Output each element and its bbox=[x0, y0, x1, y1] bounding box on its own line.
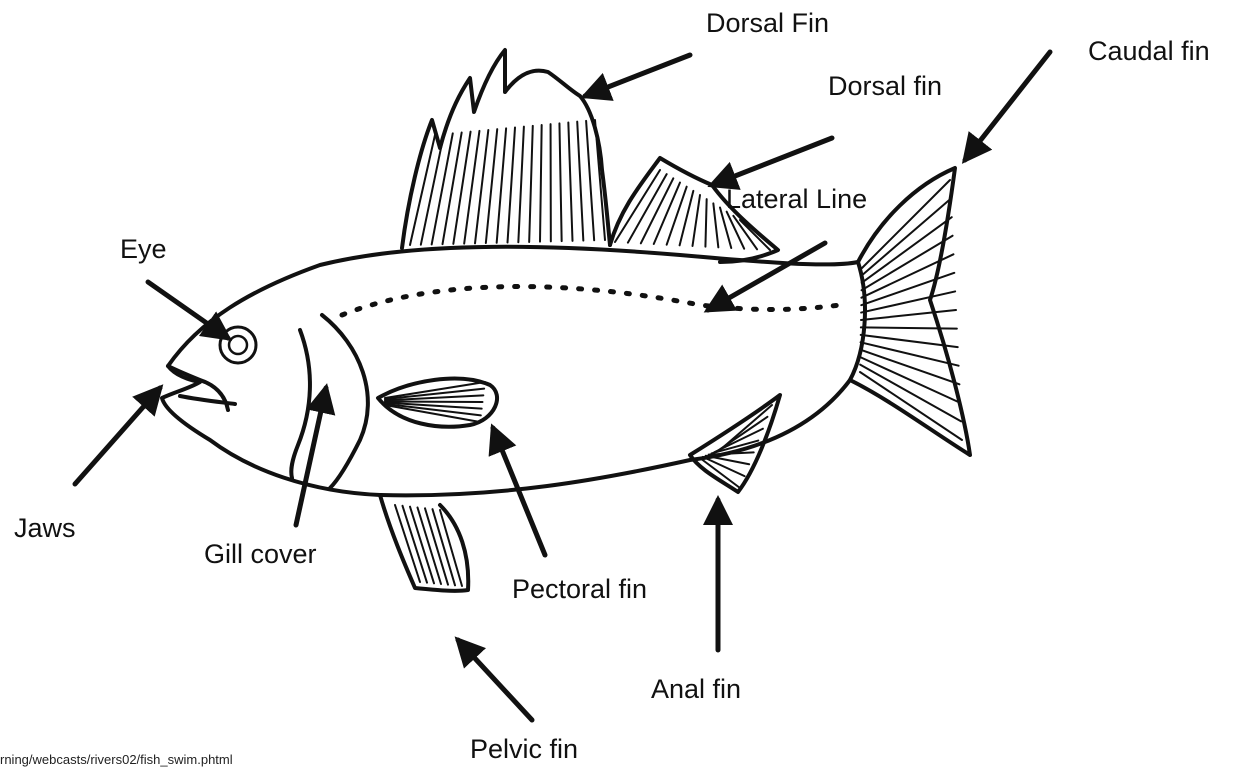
arrow-dorsal-fin-1 bbox=[585, 55, 690, 96]
label-pectoral-fin: Pectoral fin bbox=[512, 576, 647, 603]
spiny-dorsal-fin-ray bbox=[432, 133, 453, 244]
caudal-fin-ray bbox=[861, 310, 956, 320]
eye-pupil bbox=[229, 336, 247, 354]
label-dorsal-fin-1: Dorsal Fin bbox=[706, 10, 829, 37]
spiny-dorsal-fin-ray bbox=[577, 122, 583, 241]
caudal-fin-ray bbox=[862, 180, 950, 268]
label-dorsal-fin-2: Dorsal fin bbox=[828, 73, 942, 100]
label-pelvic-fin: Pelvic fin bbox=[470, 736, 578, 763]
arrow-jaws bbox=[75, 388, 160, 484]
spiny-dorsal-fin-ray bbox=[559, 123, 561, 241]
spiny-dorsal-fin-ray bbox=[568, 123, 572, 241]
soft-dorsal-fin-ray bbox=[705, 199, 706, 247]
eye-ring bbox=[220, 327, 256, 363]
arrow-gill-cover bbox=[296, 388, 326, 525]
spiny-dorsal-fin-ray bbox=[453, 132, 470, 244]
gill-cover-outline bbox=[322, 315, 368, 488]
spiny-dorsal-fin-ray bbox=[540, 125, 542, 242]
spiny-dorsal-fin-ray bbox=[529, 126, 533, 242]
spiny-dorsal-fin-ray bbox=[497, 128, 506, 242]
soft-dorsal-fin-ray bbox=[667, 187, 687, 245]
arrow-dorsal-fin-2 bbox=[712, 138, 832, 185]
spiny-dorsal-fin-ray bbox=[486, 129, 497, 243]
arrow-pelvic-fin bbox=[458, 640, 532, 720]
caudal-fin-ray bbox=[861, 254, 953, 297]
caudal-fin-ray bbox=[861, 327, 957, 328]
spiny-dorsal-fin-ray bbox=[508, 128, 516, 243]
soft-dorsal-fin-ray bbox=[693, 195, 701, 246]
spiny-dorsal-fin-ray bbox=[586, 121, 594, 240]
source-url-text: rning/webcasts/rivers02/fish_swim.phtml bbox=[0, 752, 233, 767]
anal-fin-ray bbox=[706, 456, 749, 465]
spiny-dorsal-fin-ray bbox=[518, 127, 524, 243]
label-eye: Eye bbox=[120, 236, 167, 263]
gill-cover-inner bbox=[291, 330, 310, 478]
arrow-eye bbox=[148, 282, 228, 338]
soft-dorsal-fin-ray bbox=[615, 170, 660, 242]
soft-dorsal-fin-ray bbox=[713, 203, 718, 247]
caudal-fin-ray bbox=[861, 291, 955, 312]
pectoral-fin-ray bbox=[385, 402, 483, 403]
mouth-outline bbox=[168, 366, 235, 410]
spiny-dorsal-fin-ray bbox=[443, 133, 462, 245]
arrow-caudal-fin bbox=[965, 52, 1050, 160]
caudal-fin-ray bbox=[860, 372, 962, 440]
label-jaws: Jaws bbox=[14, 515, 76, 542]
label-lateral-line: Lateral Line bbox=[726, 186, 867, 213]
fin-rays bbox=[385, 120, 962, 586]
label-caudal-fin: Caudal fin bbox=[1088, 38, 1210, 65]
label-anal-fin: Anal fin bbox=[651, 676, 741, 703]
label-gill-cover: Gill cover bbox=[204, 541, 317, 568]
pelvic-fin-ray bbox=[410, 507, 434, 584]
lateral-line-dots bbox=[342, 287, 840, 315]
caudal-fin-ray bbox=[861, 273, 954, 305]
